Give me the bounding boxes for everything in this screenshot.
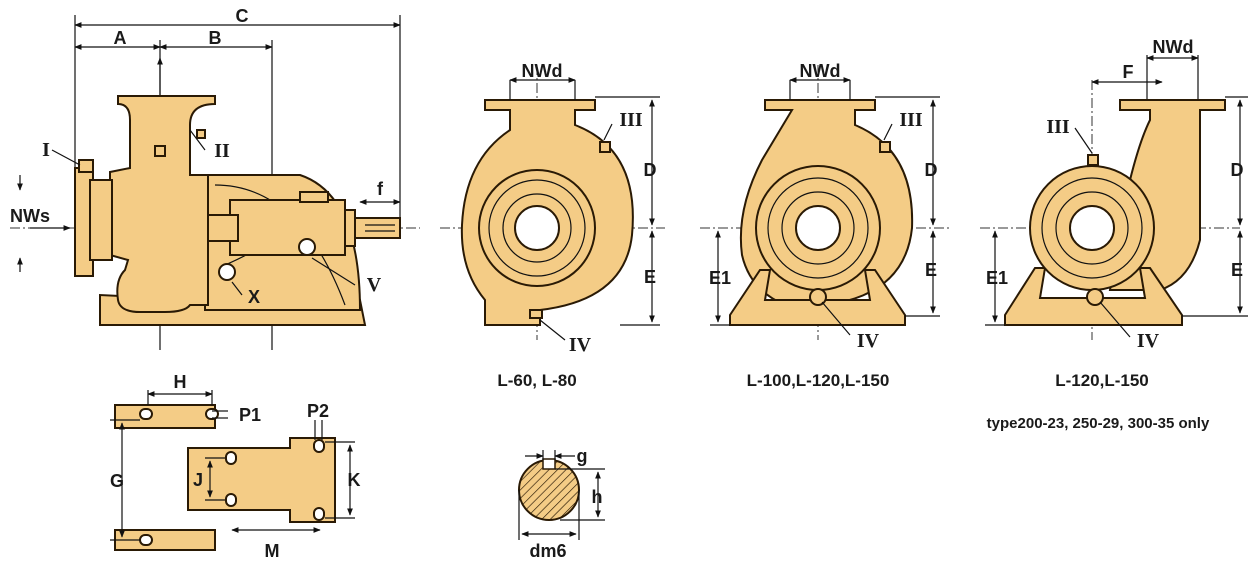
front-view-l60: NWd D E III IV L-60, L-80 bbox=[440, 61, 665, 390]
shaft-section: g h dm6 bbox=[518, 446, 605, 561]
drain-port-x bbox=[218, 263, 236, 281]
marker-iv-2: IV bbox=[857, 330, 880, 352]
marker-v: V bbox=[367, 274, 382, 296]
front-view-l100: NWd D E E1 III IV L-100,L-120,L-150 bbox=[700, 61, 950, 390]
marker-iv-3: IV bbox=[1137, 330, 1160, 352]
label-p1: P1 bbox=[239, 405, 261, 425]
label-k: K bbox=[348, 470, 361, 490]
label-d-1: D bbox=[644, 160, 657, 180]
marker-iv-1: IV bbox=[569, 334, 592, 356]
marker-iii-2: III bbox=[899, 109, 923, 131]
label-g-foot: G bbox=[110, 471, 124, 491]
caption-view-1: L-60, L-80 bbox=[497, 371, 576, 390]
label-f: f bbox=[377, 179, 384, 199]
foot-body bbox=[187, 437, 336, 523]
caption-view-2: L-100,L-120,L-150 bbox=[747, 371, 890, 390]
foot-plan: H P1 P2 G J K M bbox=[110, 372, 361, 561]
label-d-2: D bbox=[925, 160, 938, 180]
note-view-3: type200-23, 250-29, 300-35 only bbox=[987, 415, 1210, 432]
marker-iii-1: III bbox=[619, 109, 643, 131]
label-a: A bbox=[114, 28, 127, 48]
label-nwd-1: NWd bbox=[522, 61, 563, 81]
pump-casing bbox=[109, 95, 216, 313]
caption-view-3: L-120,L-150 bbox=[1055, 371, 1149, 390]
side-view: A B C f NWs I II V X bbox=[10, 6, 420, 350]
label-b: B bbox=[209, 28, 222, 48]
label-j: J bbox=[193, 470, 203, 490]
marker-iii-3: III bbox=[1046, 116, 1070, 138]
label-e1-3: E1 bbox=[986, 268, 1008, 288]
keyway bbox=[542, 458, 556, 470]
label-m: M bbox=[265, 541, 280, 561]
port-v bbox=[298, 238, 316, 256]
label-e1-2: E1 bbox=[709, 268, 731, 288]
shaft-end bbox=[354, 217, 401, 239]
marker-i: I bbox=[42, 139, 50, 161]
label-e-2: E bbox=[925, 260, 937, 280]
label-g-shaft: g bbox=[577, 446, 588, 466]
label-dm6: dm6 bbox=[529, 541, 566, 561]
marker-ii: II bbox=[214, 140, 230, 162]
label-h-shaft: h bbox=[592, 487, 603, 507]
label-p2: P2 bbox=[307, 401, 329, 421]
pedestal-2 bbox=[729, 269, 906, 326]
front-view-l120: NWd F D E E1 III IV L-120,L-150 type200-… bbox=[980, 37, 1248, 432]
label-nwd-3: NWd bbox=[1153, 37, 1194, 57]
label-d-3: D bbox=[1231, 160, 1244, 180]
label-h: H bbox=[174, 372, 187, 392]
label-e-1: E bbox=[644, 267, 656, 287]
marker-x: X bbox=[248, 287, 260, 307]
coupling-housing bbox=[229, 199, 346, 256]
label-c: C bbox=[236, 6, 249, 26]
label-f-3: F bbox=[1123, 62, 1134, 82]
label-nws: NWs bbox=[10, 206, 50, 226]
label-e-3: E bbox=[1231, 260, 1243, 280]
label-nwd-2: NWd bbox=[800, 61, 841, 81]
shaft-seal bbox=[207, 214, 239, 242]
